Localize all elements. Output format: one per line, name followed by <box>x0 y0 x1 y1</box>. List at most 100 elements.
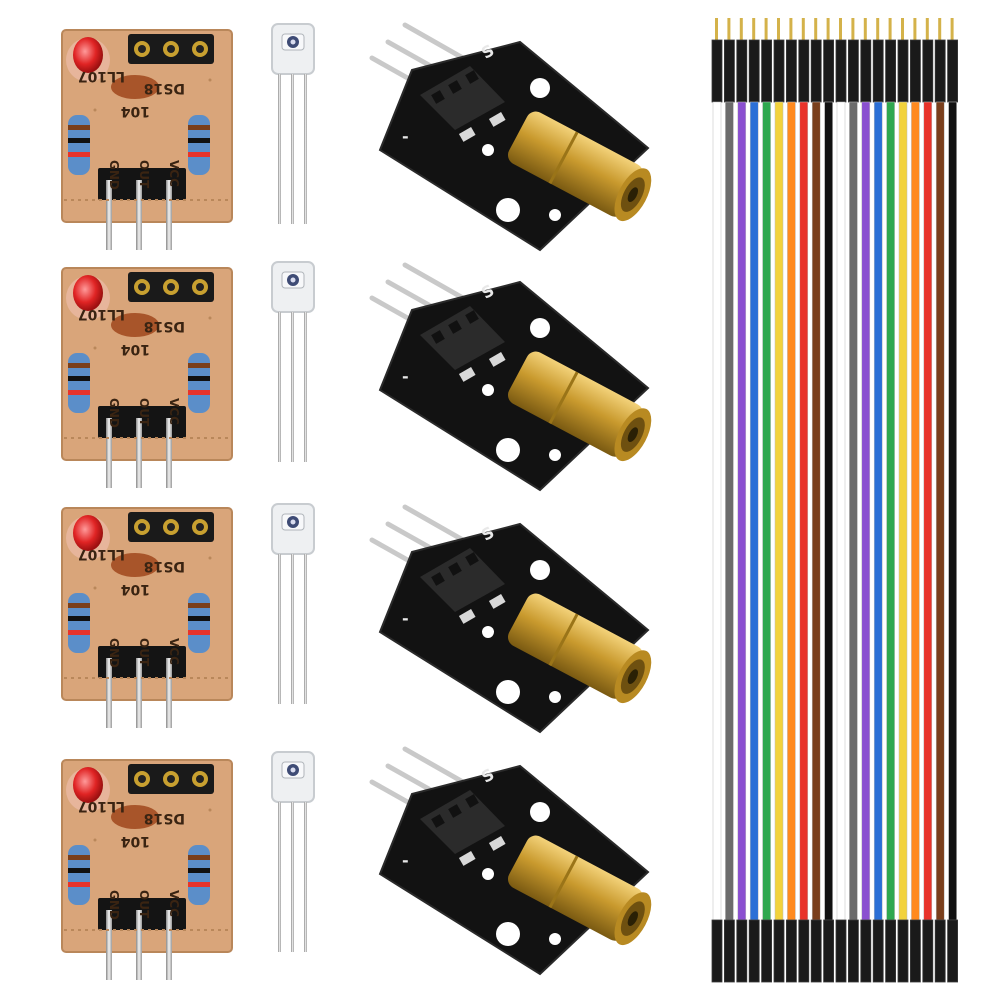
pin-vcc-label: VCC <box>167 398 181 425</box>
pin-vcc-label: VCC <box>167 890 181 917</box>
jumper-plug-top <box>872 39 884 103</box>
jumper-plug-bottom <box>724 919 735 983</box>
jumper-plug-top <box>922 39 934 103</box>
jumper-plug-bottom <box>947 919 958 983</box>
jumper-wire <box>799 101 809 921</box>
jumper-pin-top <box>863 18 867 42</box>
jumper-wire <box>948 101 957 921</box>
jumper-plug-top <box>947 39 958 103</box>
jumper-plug-bottom <box>798 919 810 983</box>
minus-label: - <box>402 851 409 870</box>
pin-vcc-label: VCC <box>167 638 181 665</box>
jumper-plug-top <box>823 39 834 103</box>
jumper-pin-top <box>839 18 842 42</box>
jumper-wire <box>811 101 821 921</box>
jumper-plug-top <box>848 39 859 103</box>
jumper-pin-top <box>752 18 756 42</box>
value-label: 104 <box>121 581 150 597</box>
jumper-pin-top <box>764 18 768 42</box>
jumper-plug-bottom <box>823 919 834 983</box>
marking-label: LL107 <box>78 546 125 562</box>
jumper-plug-top <box>860 39 872 103</box>
jumper-wire <box>737 101 747 921</box>
jumper-wire <box>849 101 858 921</box>
receiver-module-1: DS18 LL107 104 GND OUT VCC <box>61 29 233 251</box>
jumper-wire <box>725 101 734 921</box>
jumper-plug-bottom <box>922 919 934 983</box>
jumper-pin-top <box>727 18 731 42</box>
pin-out-label: OUT <box>137 638 151 667</box>
jumper-wire <box>824 101 833 921</box>
jumper-pin-top <box>777 18 780 42</box>
jumper-wire <box>712 101 722 921</box>
jumper-pin-top <box>826 18 830 42</box>
jumper-plug-bottom <box>786 919 797 983</box>
pin-gnd-label: GND <box>107 398 121 428</box>
jumper-pin-top <box>913 18 917 42</box>
jumper-pin-top <box>789 18 793 42</box>
receiver-module-2: DS18 LL107 104 GND OUT VCC <box>61 267 233 489</box>
marking-label: LL107 <box>78 68 125 84</box>
minus-label: - <box>402 127 409 146</box>
minus-label: - <box>402 367 409 386</box>
jumper-plug-top <box>724 39 735 103</box>
jumper-wire <box>774 101 784 921</box>
jumper-wire <box>861 101 871 921</box>
jumper-plug-bottom <box>934 919 946 983</box>
jumper-plug-bottom <box>872 919 884 983</box>
jumper-plug-bottom <box>711 919 723 983</box>
chip-label: DS18 <box>144 558 185 574</box>
jumper-pin-top <box>888 18 892 42</box>
pin-out-label: OUT <box>137 890 151 919</box>
jumper-pin-top <box>801 18 805 42</box>
jumper-wire-ribbon <box>711 18 958 983</box>
jumper-pin-top <box>938 18 942 42</box>
receiver-module-3: DS18 LL107 104 GND OUT VCC <box>61 507 233 729</box>
jumper-pin-top <box>950 18 954 42</box>
jumper-plug-top <box>786 39 797 103</box>
pin-gnd-label: GND <box>107 638 121 668</box>
jumper-pin-top <box>739 18 743 42</box>
chip-label: DS18 <box>144 810 185 826</box>
jumper-wire <box>762 101 771 921</box>
jumper-pin-top <box>876 18 880 42</box>
jumper-plug-top <box>761 39 772 103</box>
marking-label: LL107 <box>78 306 125 322</box>
jumper-wire <box>787 101 796 921</box>
jumper-pin-top <box>901 18 904 42</box>
jumper-plug-bottom <box>748 919 760 983</box>
jumper-plug-top <box>798 39 810 103</box>
jumper-pin-top <box>715 18 718 42</box>
jumper-wire <box>873 101 883 921</box>
jumper-wire <box>836 101 846 921</box>
jumper-plug-bottom <box>810 919 822 983</box>
jumper-plug-top <box>736 39 748 103</box>
jumper-plug-bottom <box>773 919 785 983</box>
pin-gnd-label: GND <box>107 160 121 190</box>
minus-label: - <box>402 609 409 628</box>
jumper-plug-top <box>810 39 822 103</box>
marking-label: LL107 <box>78 798 125 814</box>
jumper-wire <box>886 101 895 921</box>
jumper-plug-bottom <box>848 919 859 983</box>
jumper-plug-bottom <box>885 919 896 983</box>
jumper-wire <box>898 101 908 921</box>
jumper-wire <box>749 101 759 921</box>
jumper-plug-top <box>748 39 760 103</box>
jumper-plug-bottom <box>736 919 748 983</box>
jumper-plug-bottom <box>835 919 847 983</box>
value-label: 104 <box>121 833 150 849</box>
pin-gnd-label: GND <box>107 890 121 920</box>
jumper-wire <box>911 101 920 921</box>
jumper-plug-top <box>773 39 785 103</box>
jumper-plug-bottom <box>860 919 872 983</box>
chip-label: DS18 <box>144 80 185 96</box>
jumper-wire <box>923 101 933 921</box>
value-label: 104 <box>121 103 150 119</box>
jumper-plug-bottom <box>897 919 909 983</box>
jumper-pin-top <box>851 18 855 42</box>
value-label: 104 <box>121 341 150 357</box>
jumper-plug-top <box>934 39 946 103</box>
jumper-pin-top <box>814 18 818 42</box>
